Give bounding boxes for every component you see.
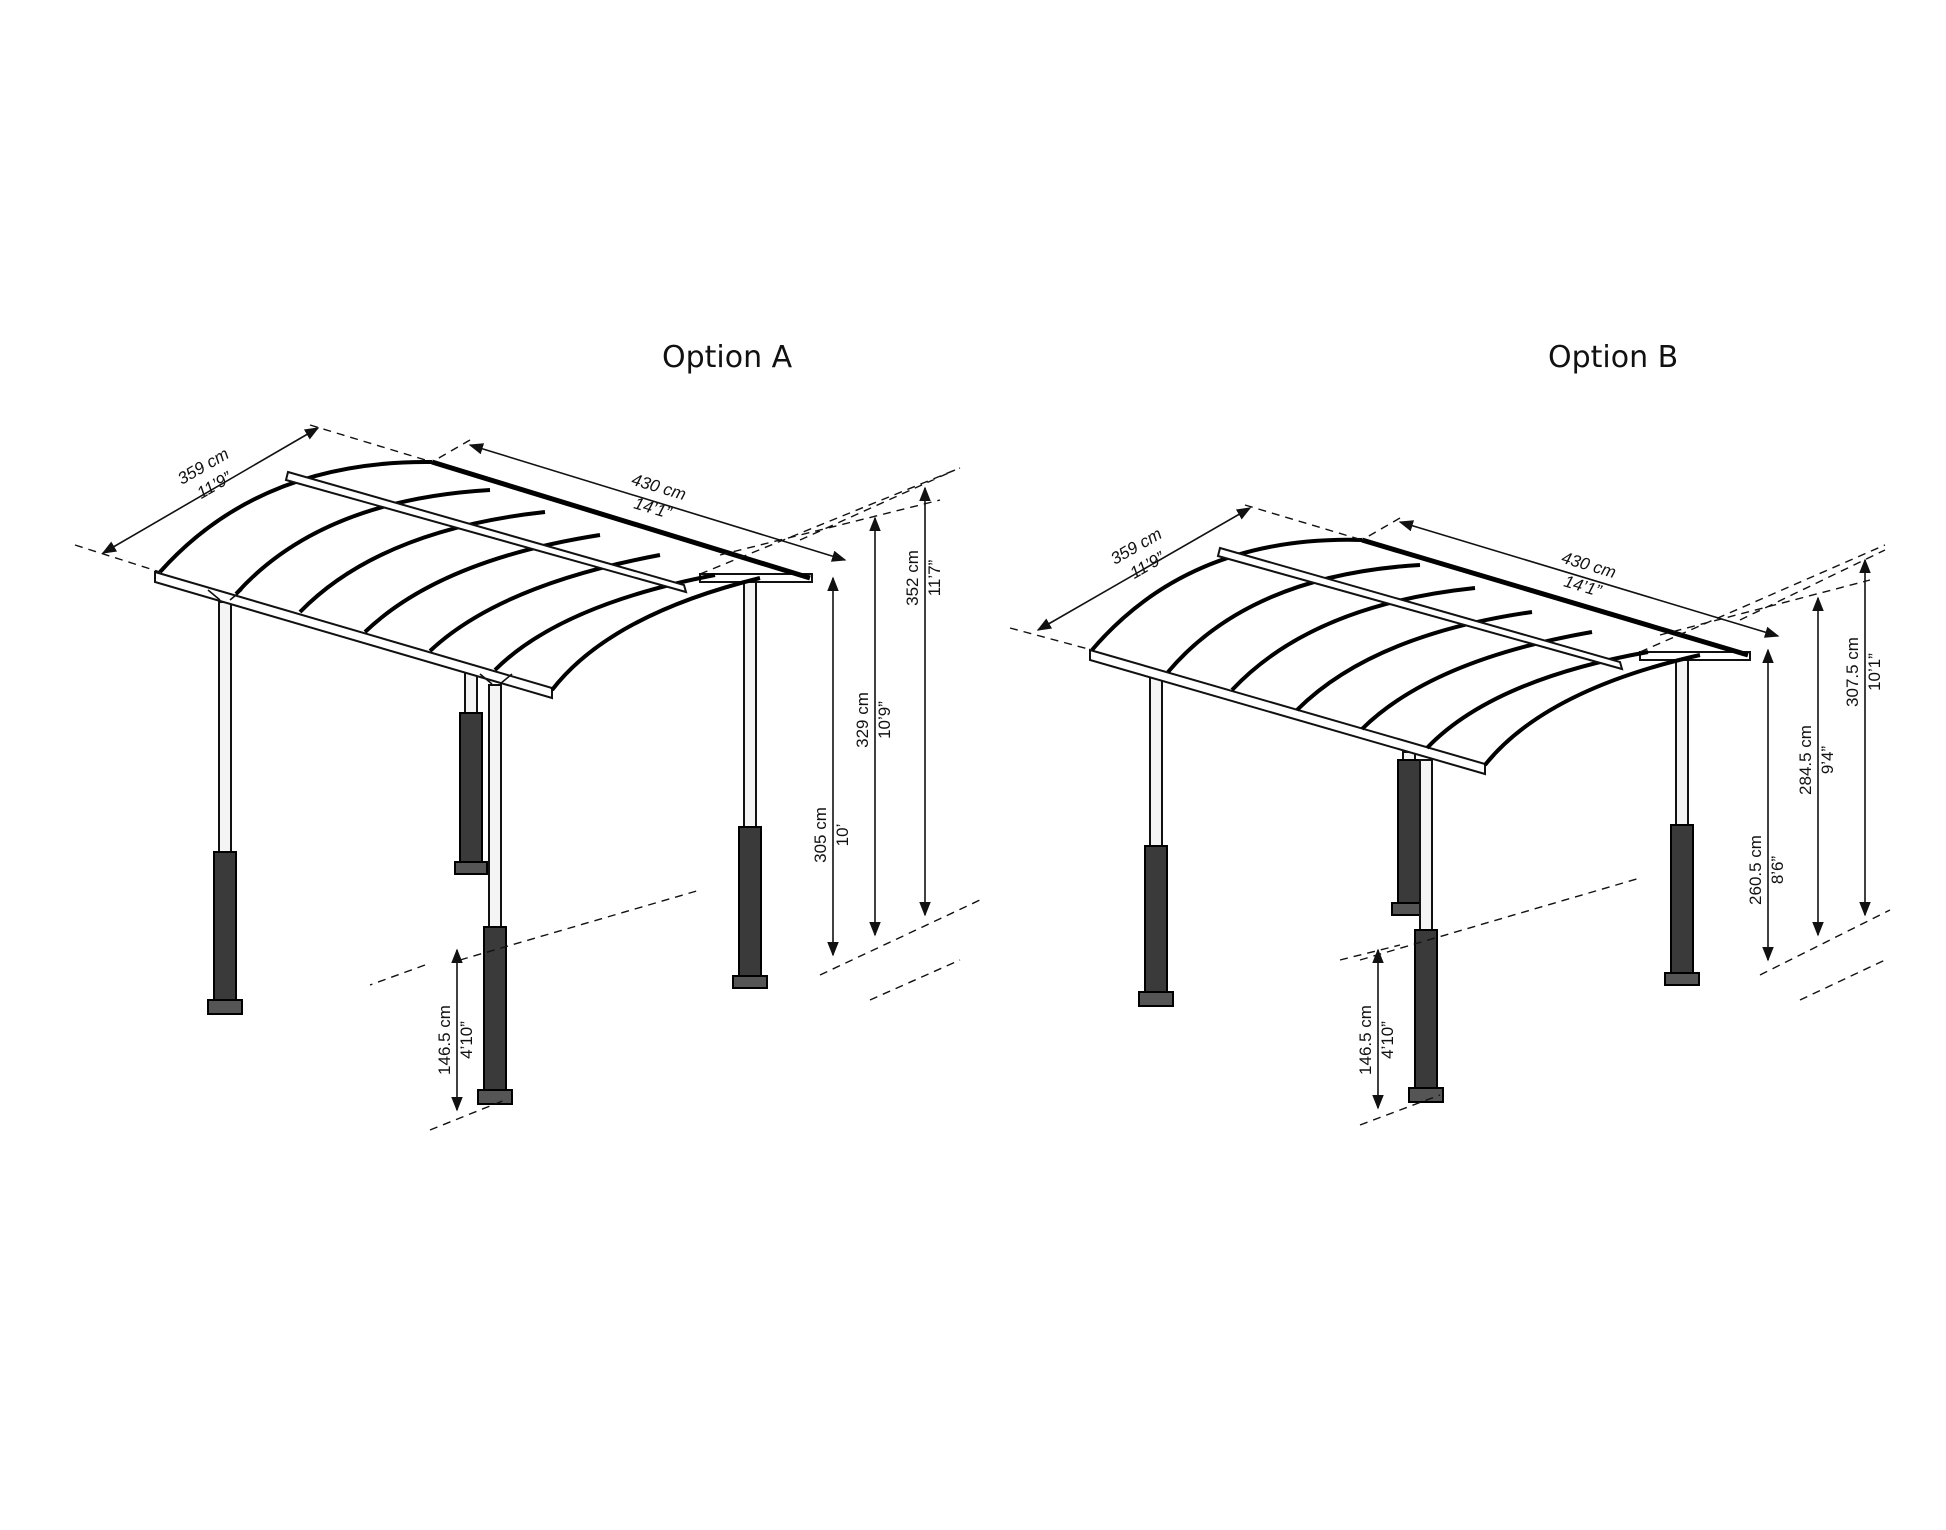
beam-brackets <box>207 589 513 685</box>
post-front-left <box>207 601 243 1015</box>
height-1-ft-label: 10’ <box>833 824 852 847</box>
width-dimension-line <box>1036 507 1252 631</box>
height-2-ft-label: 10’9” <box>875 701 894 739</box>
option-b-dimensions: 359 cm 11’9” 430 cm 14’1” 260.5 cm 8’6” … <box>1009 504 1891 1126</box>
width-dimension-line <box>101 427 320 554</box>
length-dimension-line <box>468 443 847 562</box>
height-3-ft-label: 10’1” <box>1865 653 1884 691</box>
post-back-right <box>732 579 768 989</box>
front-beam <box>1089 648 1486 776</box>
height-1-cm-label: 305 cm <box>811 807 830 863</box>
option-a-title: Option A <box>662 340 793 375</box>
post-back-left <box>454 672 488 875</box>
height-3-cm-label: 307.5 cm <box>1843 637 1862 707</box>
option-a-dimensions: 359 cm 11’9” 430 cm 14’1” 305 cm 10’ 329… <box>74 424 981 1131</box>
base-ft-label: 4’10” <box>1378 1021 1397 1059</box>
post-front-left <box>1138 675 1174 1007</box>
base-ft-label: 4’10” <box>457 1021 476 1059</box>
post-front-right <box>1408 759 1444 1103</box>
front-beam <box>154 570 553 700</box>
post-back-right <box>1664 659 1700 986</box>
height-3-ft-label: 11’7” <box>925 559 944 596</box>
option-b-title: Option B <box>1548 340 1679 375</box>
height-1-cm-label: 260.5 cm <box>1746 835 1765 905</box>
option-b-structure <box>1089 537 1751 1103</box>
length-dimension-line <box>1398 520 1780 638</box>
base-cm-label: 146.5 cm <box>1356 1005 1375 1075</box>
height-3-cm-label: 352 cm <box>903 550 922 606</box>
height-2-ft-label: 9’4” <box>1818 745 1837 774</box>
height-1-ft-label: 8’6” <box>1768 855 1787 884</box>
base-cm-label: 146.5 cm <box>435 1005 454 1075</box>
option-a-structure <box>154 459 813 1105</box>
post-back-left <box>1391 751 1425 916</box>
post-front-right <box>477 684 513 1105</box>
height-2-cm-label: 329 cm <box>853 692 872 748</box>
height-2-cm-label: 284.5 cm <box>1796 725 1815 795</box>
roof-ribs <box>158 459 811 692</box>
